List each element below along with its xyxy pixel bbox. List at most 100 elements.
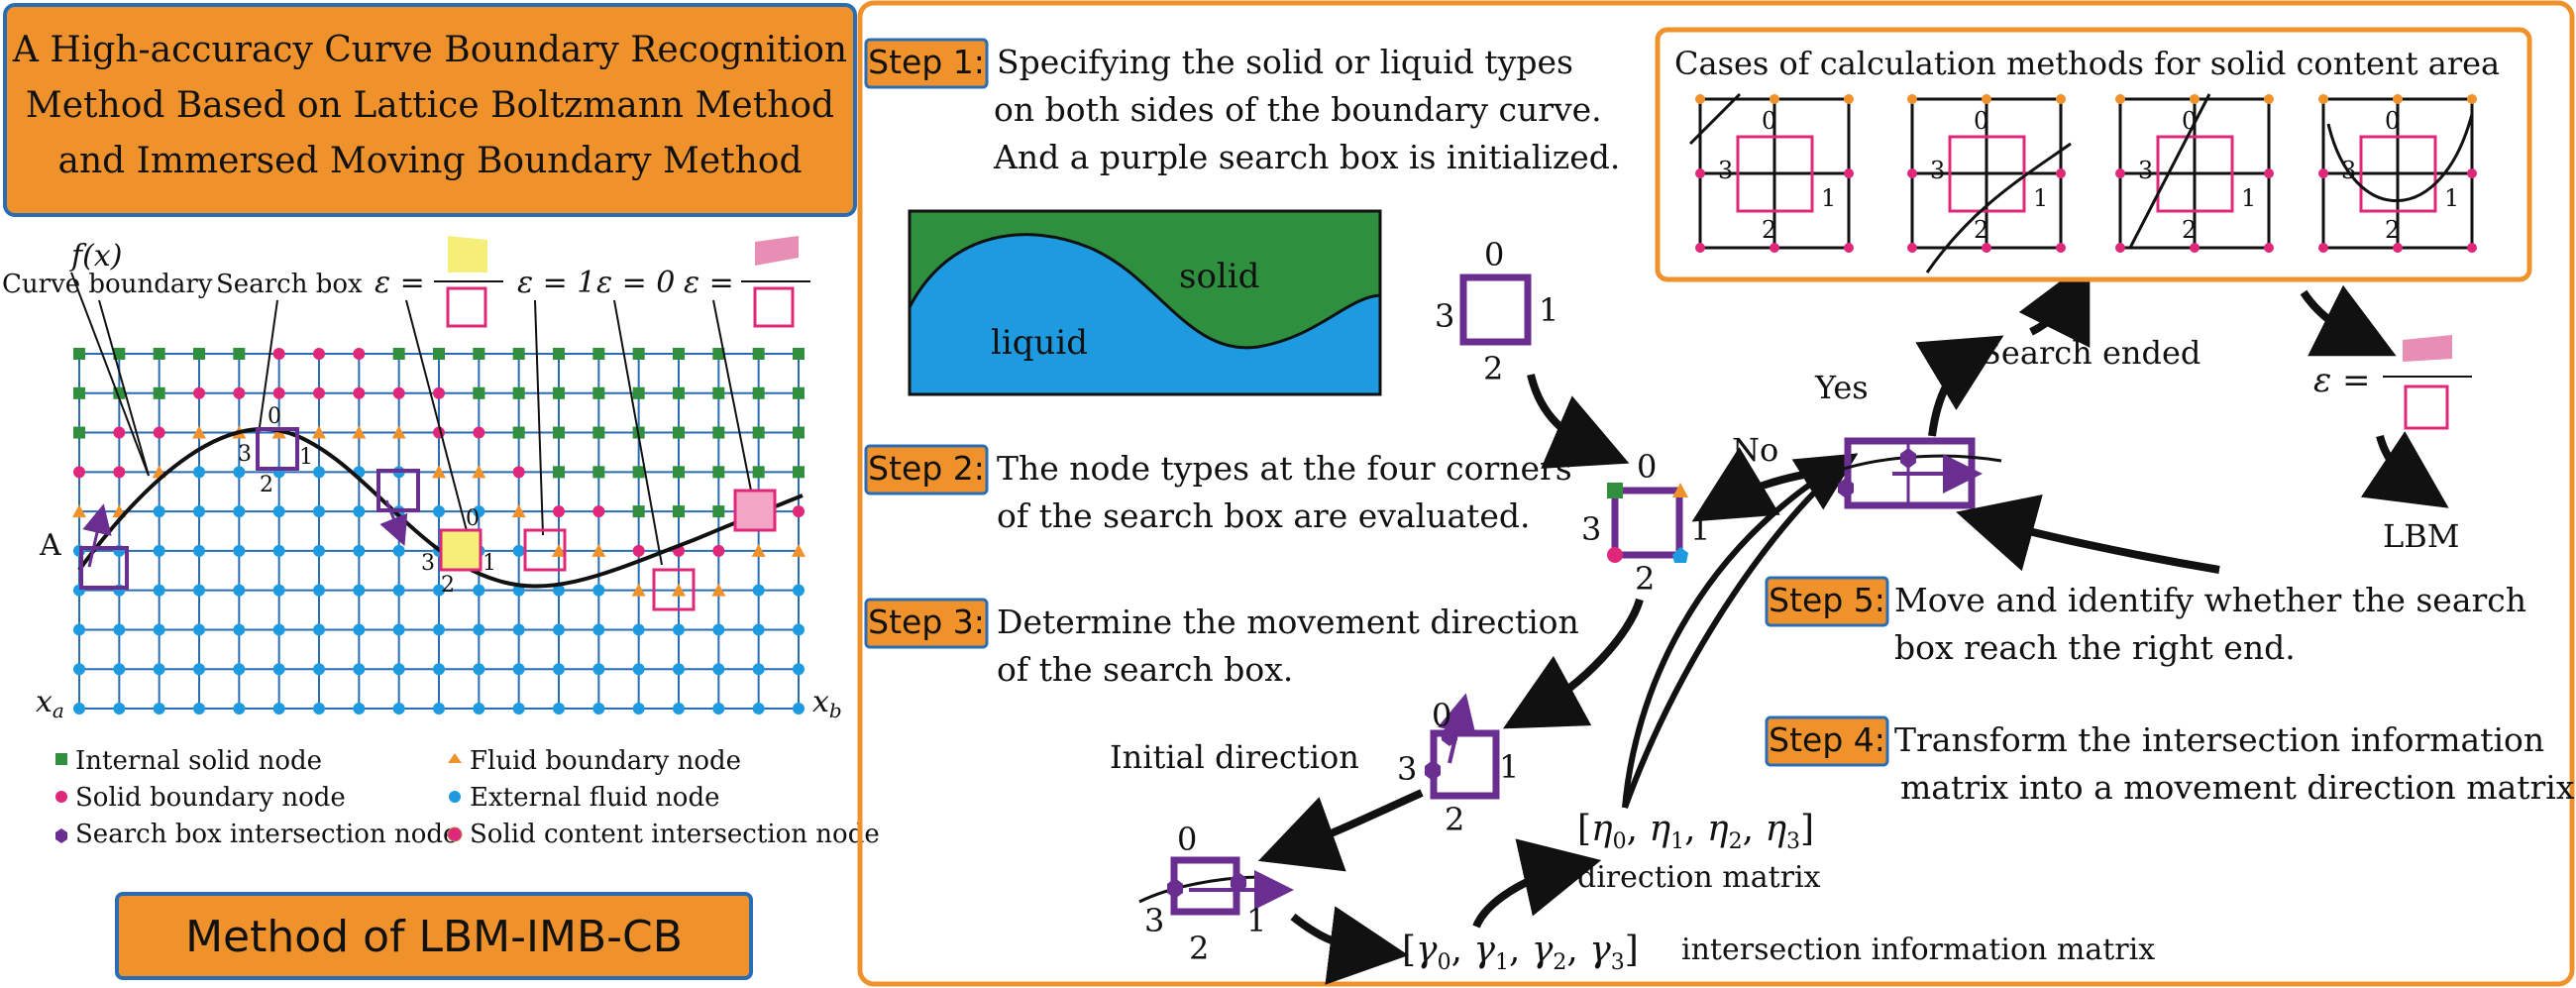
title-line-3: and Immersed Moving Boundary Method [57, 141, 802, 181]
external-fluid-node [512, 544, 525, 557]
case-side-label: 2 [1974, 216, 1988, 244]
case-side-label: 1 [2033, 184, 2048, 212]
svg-text:1: 1 [1499, 748, 1519, 786]
initial-direction-box: Initial direction 0 1 2 3 [1110, 693, 1519, 838]
external-fluid-node [353, 584, 366, 597]
case-node [2115, 168, 2125, 178]
fluid-boundary-node [352, 425, 367, 439]
box-label-2b: 2 [441, 573, 455, 598]
external-fluid-node [592, 703, 605, 714]
legend-search-intersection-icon [55, 828, 67, 843]
search-ended-label: Search ended [1980, 334, 2200, 372]
external-fluid-node [113, 623, 126, 636]
svg-text:1: 1 [1246, 902, 1266, 939]
svg-text:on both sides of the boundary: on both sides of the boundary curve. [994, 90, 1602, 129]
external-fluid-node [392, 544, 405, 557]
gamma-matrix: [γ0, γ1, γ2, γ3] [1402, 930, 1639, 975]
internal-solid-node [592, 466, 605, 479]
external-fluid-node [392, 663, 405, 676]
eps-result-label: ε = [2313, 361, 2371, 400]
box-label-2: 2 [260, 473, 273, 497]
external-fluid-node [673, 663, 685, 676]
internal-solid-node [632, 386, 645, 399]
legend-solid-content: Solid content intersection node [470, 820, 880, 849]
external-fluid-node [272, 623, 285, 636]
external-fluid-node [433, 663, 445, 676]
internal-solid-node [673, 386, 685, 399]
solid-boundary-node [272, 386, 285, 399]
svg-text:Step 2:: Step 2: [868, 449, 985, 488]
left-panel: A High-accuracy Curve Boundary Recogniti… [2, 3, 880, 980]
internal-solid-node [793, 386, 805, 399]
internal-solid-node [712, 386, 725, 399]
legend-fluid-boundary-icon [448, 753, 462, 763]
step-1: Step 1: Specifying the solid or liquid t… [864, 38, 1620, 176]
external-fluid-node [392, 703, 405, 714]
internal-solid-node [553, 426, 565, 439]
step-4: Step 4: Transform the intersection infor… [1765, 715, 2576, 807]
external-fluid-node [752, 663, 765, 676]
case-node [2393, 94, 2403, 104]
fluid-boundary-node [631, 583, 646, 597]
external-fluid-node [193, 505, 205, 518]
svg-text:0: 0 [1637, 448, 1657, 486]
svg-text:Step 1:: Step 1: [868, 43, 985, 81]
external-fluid-node [353, 505, 366, 518]
internal-solid-node [793, 426, 805, 439]
legend-fluid-boundary: Fluid boundary node [470, 746, 741, 776]
external-fluid-node [712, 663, 725, 676]
solid-boundary-node [793, 505, 805, 518]
legend-internal-solid: Internal solid node [75, 746, 322, 776]
internal-solid-node [632, 505, 645, 518]
internal-solid-node [512, 386, 525, 399]
case-node [2318, 243, 2328, 253]
external-fluid-node [793, 703, 805, 714]
internal-solid-node [752, 426, 765, 439]
external-fluid-node [193, 703, 205, 714]
svg-text:And a purple search box is ini: And a purple search box is initialized. [993, 138, 1620, 176]
xa-label: xa [36, 685, 64, 722]
external-fluid-node [313, 544, 325, 557]
legend-external-fluid-icon [449, 791, 461, 803]
external-fluid-node [553, 703, 565, 714]
svg-text:Move and identify whether the: Move and identify whether the search [1894, 581, 2526, 619]
legend-solid-content-icon [447, 826, 463, 842]
internal-solid-node [113, 348, 126, 360]
step-3: Step 3: Determine the movement direction… [864, 598, 1579, 689]
case-node [2393, 243, 2403, 253]
pink-square-swatch-2 [753, 286, 795, 328]
fluid-boundary-node [472, 465, 486, 479]
step-5: Step 5: Move and identify whether the se… [1765, 576, 2526, 667]
case-node [2264, 243, 2274, 253]
external-fluid-node [592, 623, 605, 636]
case-side-label: 2 [1762, 216, 1776, 244]
svg-text:Step 3:: Step 3: [868, 603, 985, 641]
case-node [2318, 94, 2328, 104]
case-node [1907, 243, 1917, 253]
case-node [1770, 243, 1779, 253]
solid-boundary-node [313, 348, 325, 360]
external-fluid-node [233, 703, 246, 714]
pink-box-3 [733, 489, 777, 532]
external-fluid-node [353, 544, 366, 557]
external-fluid-node [632, 623, 645, 636]
external-fluid-node [353, 663, 366, 676]
external-fluid-node [272, 663, 285, 676]
external-fluid-node [153, 623, 165, 636]
solid-boundary-node [313, 386, 325, 399]
solid-boundary-node [73, 466, 85, 479]
yes-label: Yes [1814, 369, 1869, 406]
external-fluid-node [193, 584, 205, 597]
external-fluid-node [313, 623, 325, 636]
internal-solid-node [512, 348, 525, 360]
external-fluid-node [233, 623, 246, 636]
svg-text:box reach the right end.: box reach the right end. [1894, 628, 2296, 667]
solid-boundary-node [233, 386, 246, 399]
solid-boundary-node [553, 505, 565, 518]
case-node [2190, 94, 2200, 104]
external-fluid-node [193, 623, 205, 636]
case-curve [2128, 93, 2211, 249]
external-fluid-node [153, 703, 165, 714]
